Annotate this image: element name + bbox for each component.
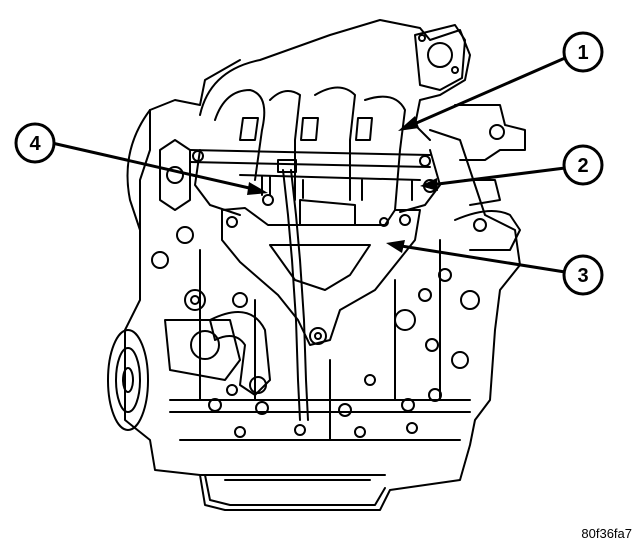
callout-3-label: 3 xyxy=(577,265,588,287)
callout-arrowheads xyxy=(247,116,438,253)
arrowhead-1 xyxy=(398,116,419,131)
arrowhead-4 xyxy=(247,182,268,195)
timing-cover xyxy=(126,109,241,381)
arrowhead-3 xyxy=(386,240,405,253)
intake-manifold xyxy=(189,19,471,226)
callout-3 xyxy=(562,254,604,296)
callout-1-label: 1 xyxy=(577,42,588,64)
callout-leaders xyxy=(50,56,567,274)
leader-3 xyxy=(393,243,567,274)
water-outlet xyxy=(209,292,271,396)
leader-2 xyxy=(428,166,567,187)
callout-1-circle xyxy=(562,31,604,73)
callout-4-label: 4 xyxy=(29,133,41,155)
callout-3-circle xyxy=(562,254,604,296)
engine-block xyxy=(124,59,521,511)
figure-id: 80f36fa7 xyxy=(581,526,632,541)
leader-1 xyxy=(403,56,567,130)
arrowhead-2 xyxy=(420,178,438,191)
callout-4-circle xyxy=(14,122,56,164)
leader-4 xyxy=(50,141,260,192)
dipstick-tube xyxy=(277,159,309,421)
callout-2-label: 2 xyxy=(577,155,588,177)
block-bolts xyxy=(208,374,442,438)
callout-2-circle xyxy=(562,144,604,186)
callout-4 xyxy=(14,122,56,164)
callout-1 xyxy=(562,31,604,73)
support-bracket xyxy=(221,207,421,346)
crankshaft-pulley xyxy=(107,329,149,431)
callout-2 xyxy=(562,144,604,186)
right-accessories xyxy=(394,104,526,369)
